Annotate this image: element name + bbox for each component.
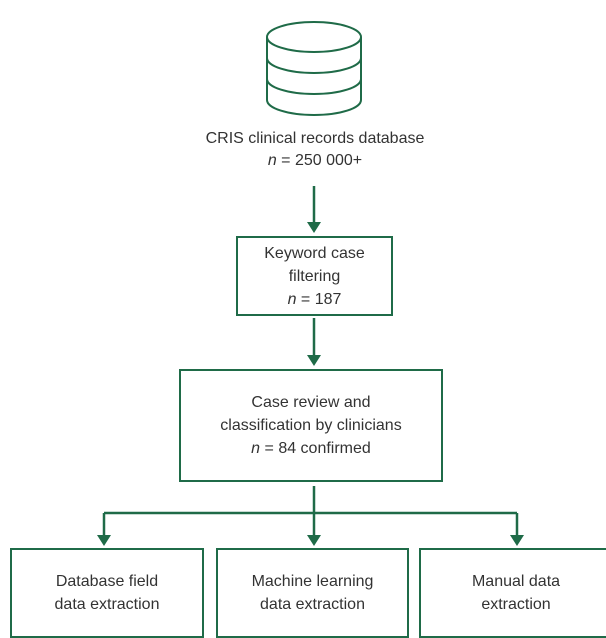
case-review-count-var: n — [251, 440, 261, 457]
keyword-filtering-count-text: = 187 — [296, 290, 342, 308]
output-box-machine-learning: Machine learning data extraction — [216, 548, 409, 638]
case-review-count: n = 84 confirmed — [251, 437, 371, 460]
flow-connectors — [97, 21, 524, 546]
case-review-line2: classification by clinicians — [220, 417, 402, 434]
database-icon — [266, 21, 362, 116]
database-title: CRIS clinical records database — [205, 130, 425, 147]
keyword-filtering-count-var: n — [287, 290, 297, 308]
database-count-text: = 250 000+ — [276, 152, 363, 169]
output-box-line1: Machine learning — [251, 573, 374, 590]
keyword-filtering-title: Keyword case filtering — [264, 244, 365, 285]
case-review-box: Case review and classification by clinic… — [179, 369, 443, 482]
database-label: CRIS clinical records database n = 250 0… — [150, 128, 480, 172]
output-box-line2: data extraction — [260, 596, 365, 613]
output-box-manual: Manual data extraction — [419, 548, 606, 638]
output-box-line2: data extraction — [54, 596, 160, 613]
database-count: n = 250 000+ — [150, 150, 480, 172]
output-box-line1: Database field — [55, 573, 159, 590]
arrow-db-to-filtering — [307, 186, 321, 233]
arrow-filtering-to-review — [307, 318, 321, 366]
keyword-filtering-count: n = 187 — [288, 288, 342, 311]
output-box-line2: extraction — [481, 596, 551, 613]
keyword-filtering-box: Keyword case filtering n = 187 — [236, 236, 393, 316]
case-review-line1: Case review and — [251, 394, 371, 411]
case-review-count-text: = 84 confirmed — [260, 440, 371, 457]
database-count-var: n — [267, 152, 277, 169]
output-box-line1: Manual data — [471, 573, 561, 590]
output-box-database-field: Database field data extraction — [10, 548, 204, 638]
arrow-review-to-outputs — [97, 486, 524, 546]
